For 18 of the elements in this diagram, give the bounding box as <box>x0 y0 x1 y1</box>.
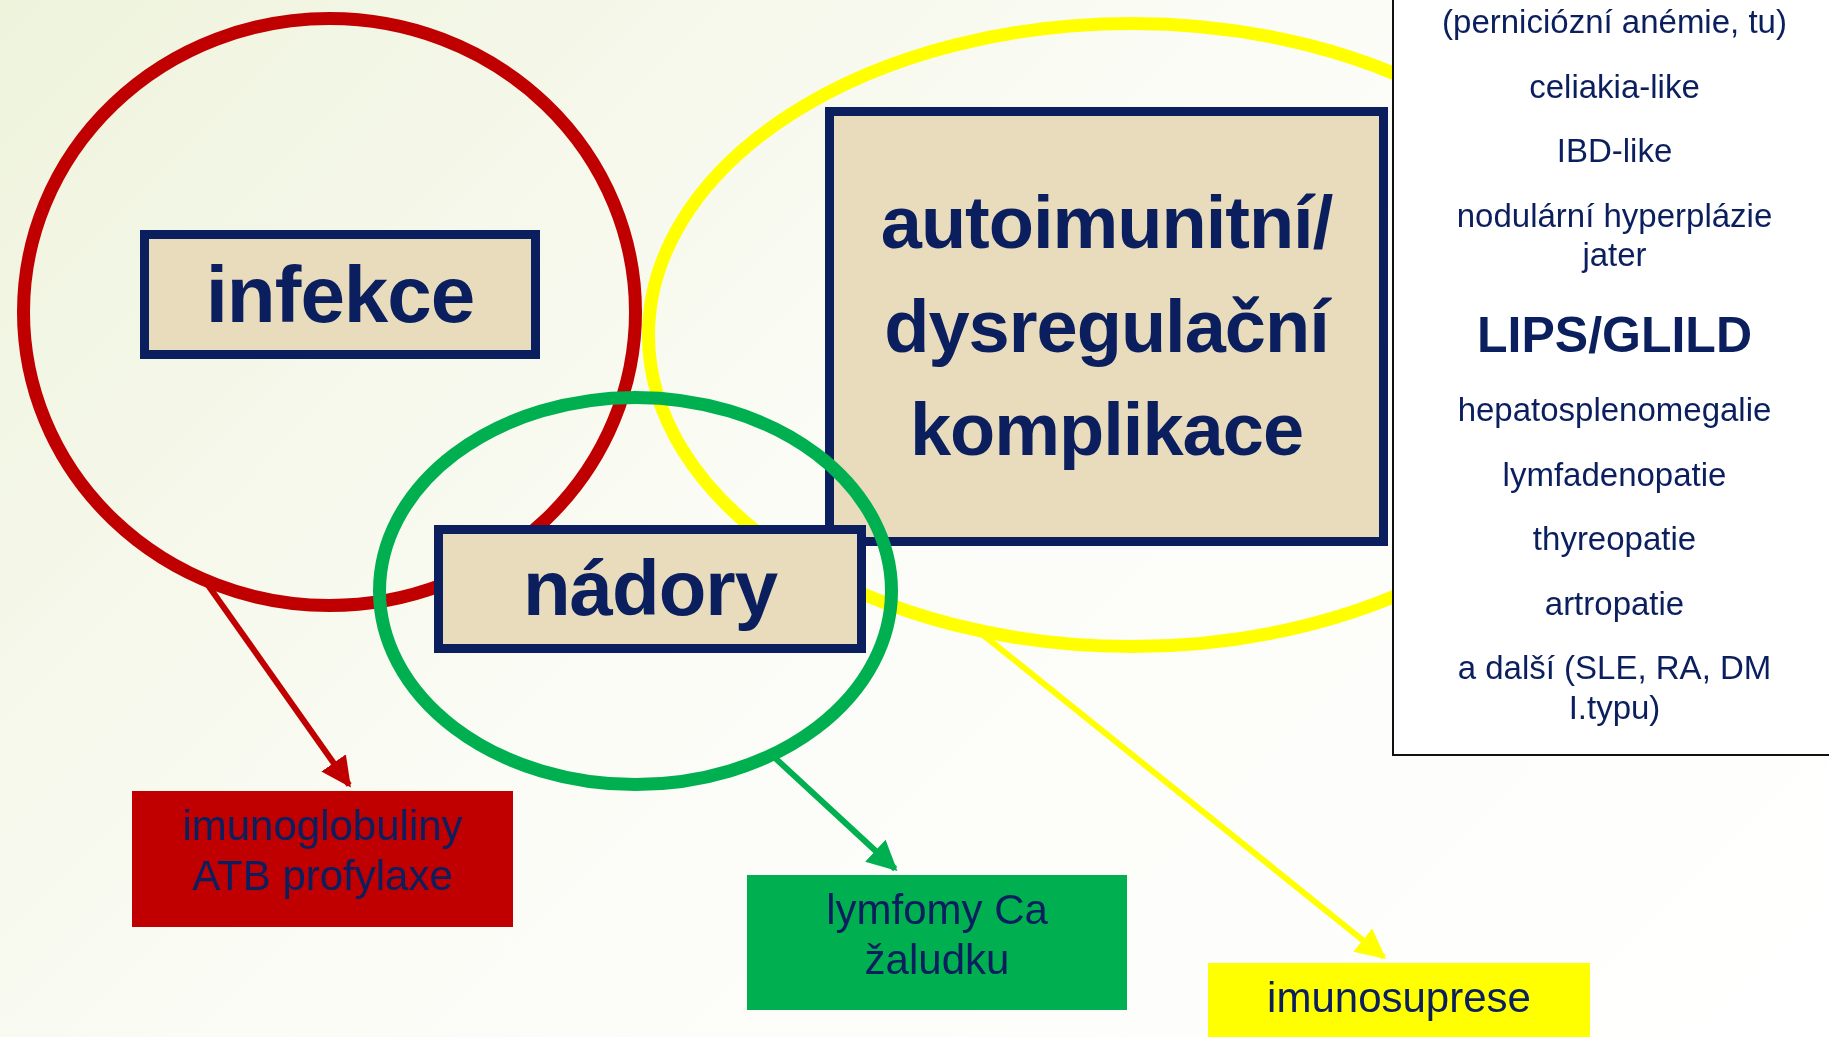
list-item: lymfadenopatie <box>1501 454 1728 495</box>
outcome-box: lymfomy Ca žaludku <box>747 875 1127 1010</box>
term-box: autoimunitní/ dysregulační komplikace <box>825 107 1388 546</box>
ellipse-outline <box>373 391 898 791</box>
outcome-box: imunoglobuliny ATB profylaxe <box>132 791 513 927</box>
list-item: artropatie <box>1543 583 1686 624</box>
list-item: a další (SLE, RA, DM I.typu) <box>1456 648 1773 728</box>
list-item: hepatosplenomegalie <box>1456 389 1773 430</box>
list-item: LIPS/GLILD <box>1476 305 1753 365</box>
term-box: infekce <box>140 230 540 359</box>
list-item: IBD-like <box>1555 131 1674 171</box>
list-panel <box>1392 0 1829 756</box>
list-item: celiakia-like <box>1528 66 1701 107</box>
term-box: nádory <box>434 525 866 653</box>
outcome-box: imunosuprese <box>1208 963 1590 1037</box>
list-item: nodulární hyperplázie jater <box>1455 195 1774 275</box>
list-item: thyreopatie <box>1531 519 1698 559</box>
list-item: (perniciózní anémie, tu) <box>1441 2 1788 42</box>
